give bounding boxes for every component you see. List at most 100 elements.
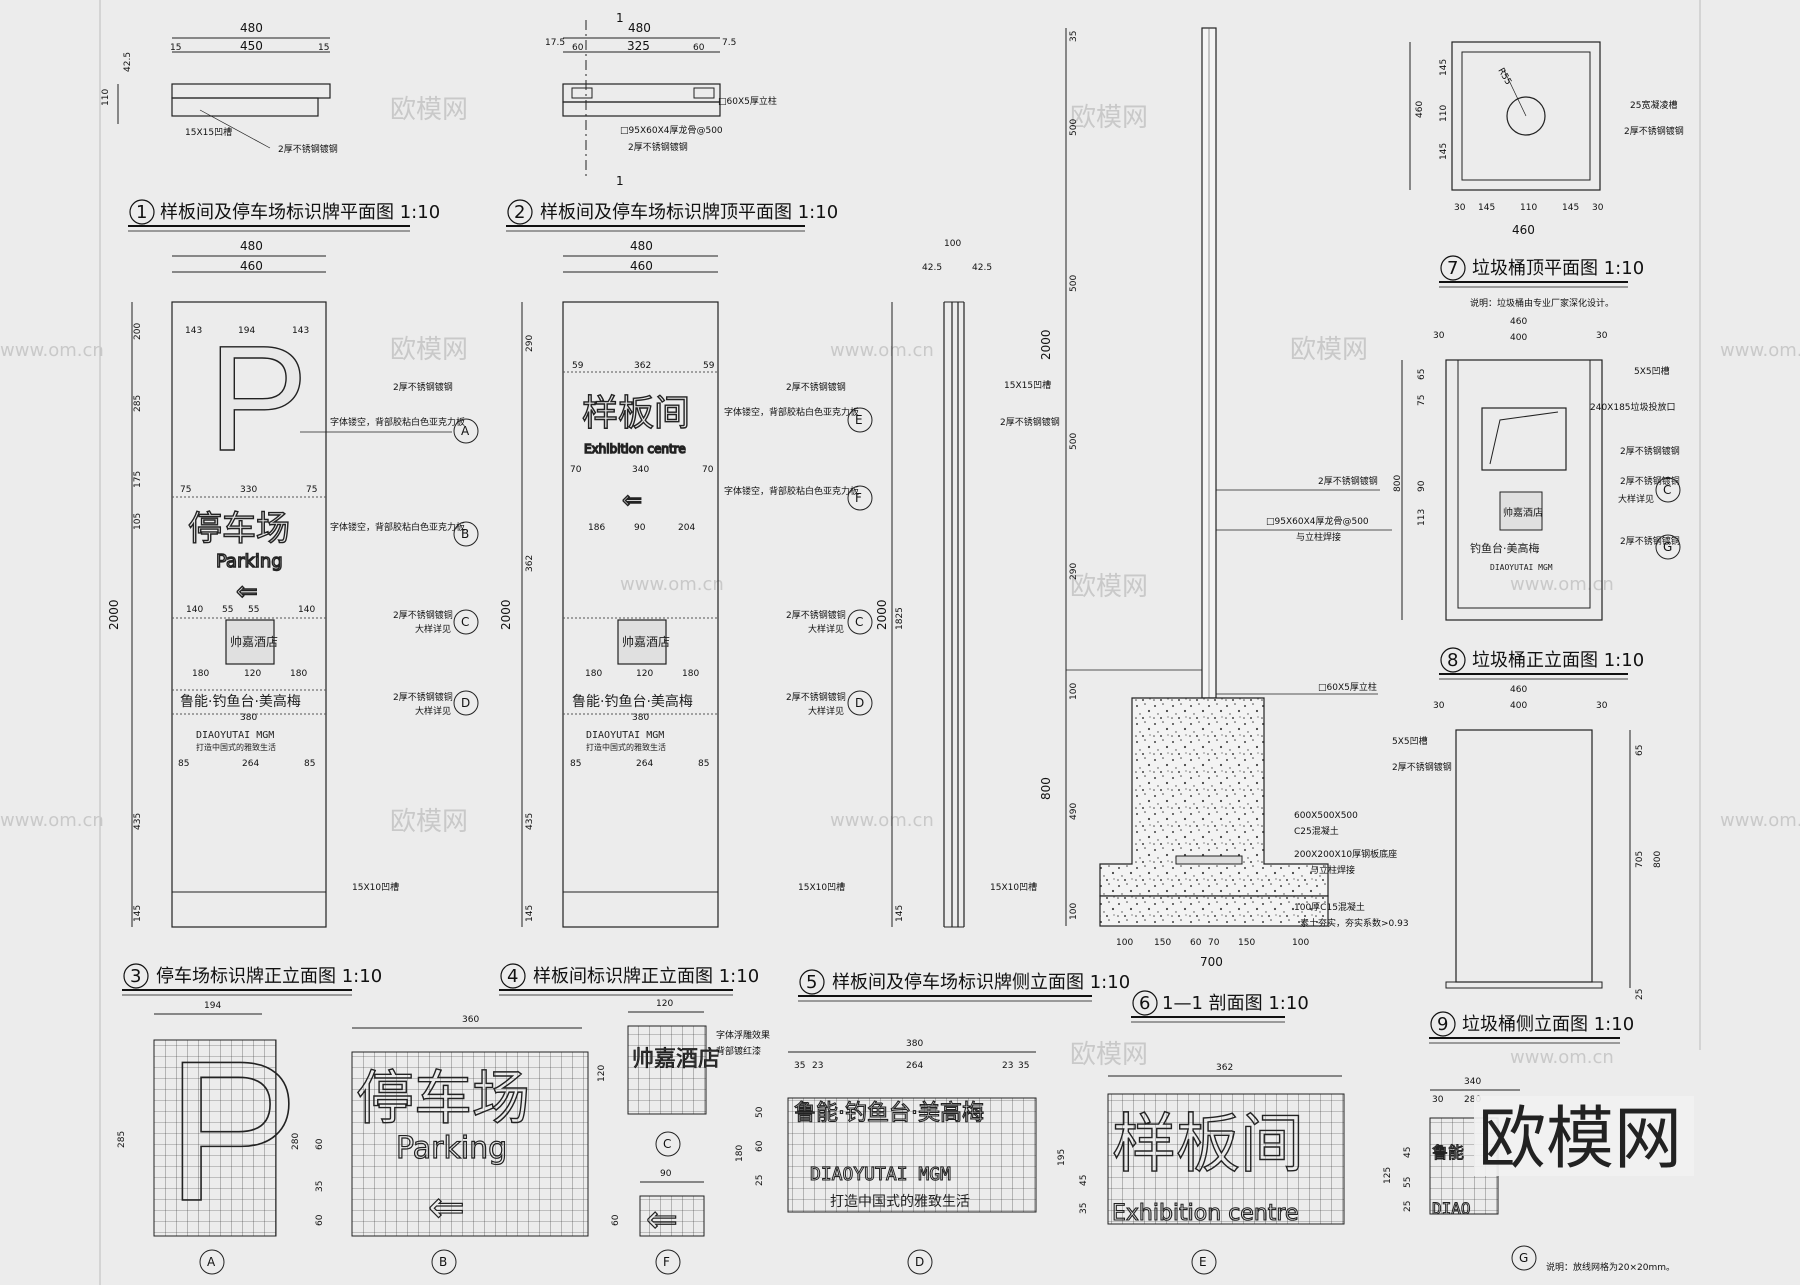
svg-text:Parking: Parking xyxy=(396,1131,507,1166)
svg-text:鲁能·钓鱼台·美高梅: 鲁能·钓鱼台·美高梅 xyxy=(180,693,301,710)
detail-e: 362 样板间 Exhibition centre 45 35 195 E xyxy=(1057,1063,1345,1275)
svg-text:1: 1 xyxy=(616,174,624,188)
svg-text:70: 70 xyxy=(702,465,714,475)
svg-text:G: G xyxy=(1519,1251,1528,1265)
svg-text:大样详见: 大样详见 xyxy=(808,705,844,717)
svg-text:194: 194 xyxy=(238,326,255,336)
svg-text:1: 1 xyxy=(616,11,624,25)
svg-text:125: 125 xyxy=(1383,1167,1393,1184)
svg-text:194: 194 xyxy=(204,1001,221,1011)
svg-text:240X185垃圾投放口: 240X185垃圾投放口 xyxy=(1590,401,1676,413)
svg-text:500: 500 xyxy=(1069,119,1079,136)
svg-text:字体浮雕效果: 字体浮雕效果 xyxy=(716,1029,770,1041)
svg-text:100: 100 xyxy=(1292,938,1309,948)
svg-text:200: 200 xyxy=(133,323,143,340)
svg-text:2厚不锈钢镀钢: 2厚不锈钢镀钢 xyxy=(628,141,688,153)
svg-text:180: 180 xyxy=(290,669,307,679)
view-4-showroom-elevation: 480 460 59 362 59 样板间 Exhibition centre … xyxy=(499,239,873,928)
view-8-trash-front: 460 30 400 30 帅嘉酒店 钓鱼台·美高梅 DIAOYUTAI MGM… xyxy=(1393,317,1681,621)
svg-text:145: 145 xyxy=(1478,203,1495,213)
svg-text:欧模网: 欧模网 xyxy=(390,807,468,837)
svg-text:⇐: ⇐ xyxy=(622,486,642,514)
svg-text:B: B xyxy=(439,1255,447,1269)
title-7: 7 垃圾桶顶平面图 1:10 说明：垃圾桶由专业厂家深化设计。 xyxy=(1439,255,1644,309)
svg-text:145: 145 xyxy=(1439,143,1449,160)
svg-text:2000: 2000 xyxy=(499,599,513,630)
svg-text:A: A xyxy=(207,1255,216,1269)
svg-text:480: 480 xyxy=(240,21,263,35)
svg-text:www.om.cn: www.om.cn xyxy=(0,810,104,831)
svg-text:480: 480 xyxy=(630,239,653,253)
svg-text:www.om.cn: www.om.cn xyxy=(1510,1047,1614,1068)
svg-text:15X15凹槽: 15X15凹槽 xyxy=(185,126,232,138)
svg-text:欧模网: 欧模网 xyxy=(1290,335,1368,365)
svg-text:60: 60 xyxy=(611,1214,621,1226)
svg-text:2厚不锈钢镀钢: 2厚不锈钢镀钢 xyxy=(1318,475,1378,487)
svg-text:大样详见: 大样详见 xyxy=(808,623,844,635)
svg-text:195: 195 xyxy=(1057,1149,1067,1166)
title-1: 1 样板间及停车场标识牌平面图 1:10 xyxy=(128,199,440,232)
svg-text:145: 145 xyxy=(133,905,143,922)
svg-text:停车场: 停车场 xyxy=(356,1064,530,1132)
svg-text:F: F xyxy=(663,1255,670,1269)
svg-text:380: 380 xyxy=(632,713,649,723)
svg-text:380: 380 xyxy=(906,1039,923,1049)
svg-text:30: 30 xyxy=(1433,701,1445,711)
view-1-plan: 480 450 15 15 110 42.5 15X15凹槽 2厚不锈钢镀钢 xyxy=(101,21,338,155)
svg-text:85: 85 xyxy=(178,759,189,769)
svg-text:110: 110 xyxy=(101,89,111,106)
svg-text:60: 60 xyxy=(693,43,705,53)
svg-text:B: B xyxy=(461,527,469,541)
svg-text:100: 100 xyxy=(1069,683,1079,700)
svg-text:www.om.cn: www.om.cn xyxy=(1720,340,1800,361)
svg-text:204: 204 xyxy=(678,523,695,533)
svg-text:DIAOYUTAI MGM: DIAOYUTAI MGM xyxy=(1490,563,1553,572)
svg-text:C25混凝土: C25混凝土 xyxy=(1294,825,1339,837)
title-5: 5 样板间及停车场标识牌侧立面图 1:10 xyxy=(798,969,1130,1002)
svg-text:17.5: 17.5 xyxy=(545,38,565,48)
svg-text:105: 105 xyxy=(133,513,143,530)
svg-text:340: 340 xyxy=(632,465,649,475)
svg-text:P: P xyxy=(166,1020,299,1243)
svg-text:25: 25 xyxy=(755,1175,765,1186)
svg-text:400: 400 xyxy=(1510,701,1527,711)
svg-text:55: 55 xyxy=(222,605,233,615)
svg-text:说明：垃圾桶由专业厂家深化设计。: 说明：垃圾桶由专业厂家深化设计。 xyxy=(1470,297,1614,309)
svg-text:⇐: ⇐ xyxy=(428,1182,465,1233)
svg-text:www.om.cn: www.om.cn xyxy=(1720,810,1800,831)
svg-text:帅嘉酒店: 帅嘉酒店 xyxy=(230,635,278,649)
svg-text:Parking: Parking xyxy=(216,551,283,572)
svg-text:C: C xyxy=(461,615,469,629)
svg-text:55: 55 xyxy=(248,605,259,615)
svg-text:2厚不锈钢镀铜: 2厚不锈钢镀铜 xyxy=(786,609,846,621)
svg-text:2厚不锈钢镀铜: 2厚不锈钢镀铜 xyxy=(1620,535,1680,547)
svg-text:60: 60 xyxy=(315,1138,325,1150)
svg-text:7: 7 xyxy=(1447,258,1458,279)
svg-text:60: 60 xyxy=(1190,938,1202,948)
svg-text:帅嘉酒店: 帅嘉酒店 xyxy=(622,635,670,649)
svg-text:460: 460 xyxy=(1512,223,1535,237)
svg-text:30: 30 xyxy=(1454,203,1466,213)
svg-text:264: 264 xyxy=(636,759,653,769)
svg-text:D: D xyxy=(461,696,470,710)
svg-text:60: 60 xyxy=(315,1214,325,1226)
parking-letter-p: P xyxy=(208,314,308,482)
svg-text:停车场: 停车场 xyxy=(188,509,290,549)
svg-text:2厚不锈钢镀钢: 2厚不锈钢镀钢 xyxy=(1392,761,1452,773)
svg-text:Exhibition centre: Exhibition centre xyxy=(584,442,686,456)
svg-text:120: 120 xyxy=(656,999,673,1009)
svg-text:□60X5厚立柱: □60X5厚立柱 xyxy=(718,95,777,107)
svg-text:大样详见: 大样详见 xyxy=(1618,493,1654,505)
svg-text:25: 25 xyxy=(1403,1201,1413,1212)
svg-text:鲁能·钓鱼台·美高梅: 鲁能·钓鱼台·美高梅 xyxy=(572,693,693,710)
svg-text:2厚不锈钢镀铜: 2厚不锈钢镀铜 xyxy=(786,691,846,703)
svg-text:欧模网: 欧模网 xyxy=(1478,1100,1682,1179)
svg-text:59: 59 xyxy=(703,361,715,371)
svg-text:705: 705 xyxy=(1635,851,1645,868)
svg-text:字体镂空，背部胶粘白色亚克力板: 字体镂空，背部胶粘白色亚克力板 xyxy=(724,406,859,418)
svg-text:样板间标识牌正立面图 1:10: 样板间标识牌正立面图 1:10 xyxy=(533,966,759,987)
svg-text:480: 480 xyxy=(628,21,651,35)
svg-text:15X15凹槽: 15X15凹槽 xyxy=(1004,379,1051,391)
svg-text:490: 490 xyxy=(1069,803,1079,820)
svg-text:460: 460 xyxy=(240,259,263,273)
